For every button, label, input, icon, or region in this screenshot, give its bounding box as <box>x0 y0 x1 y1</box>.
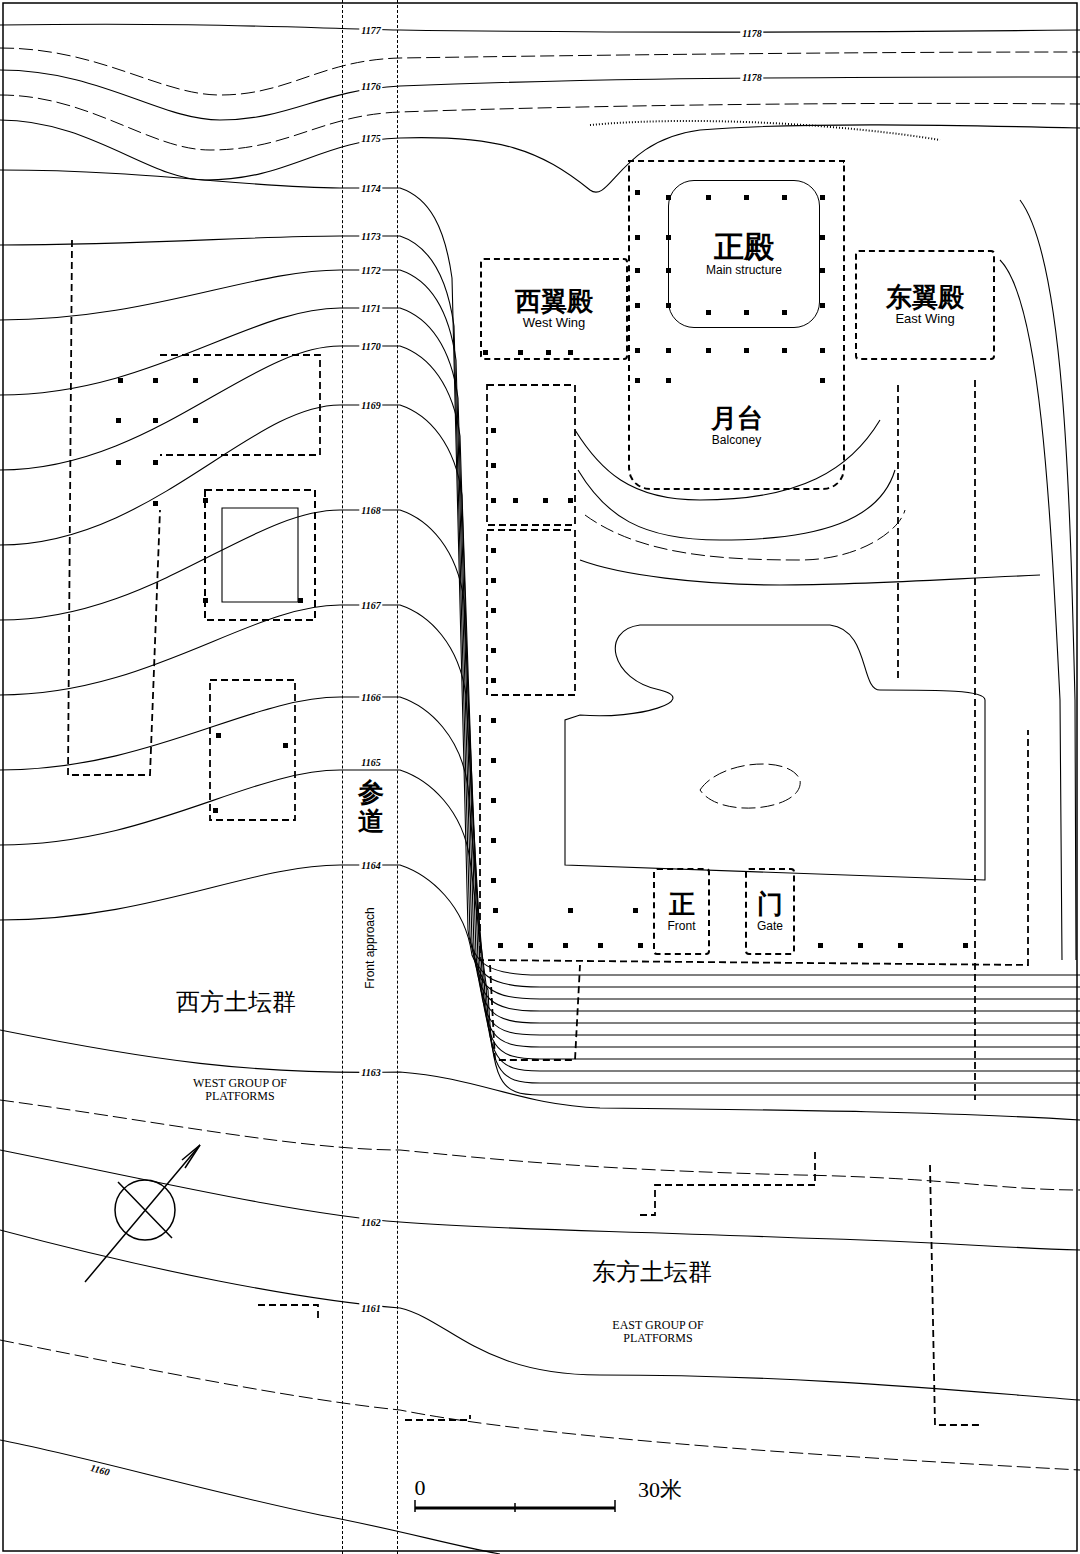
wing-hall: 西翼殿West Wing <box>480 258 628 360</box>
contour-elevation: 1168 <box>359 505 382 516</box>
area-name-en: WEST GROUP OF PLATFORMS <box>190 1077 290 1103</box>
contour-elevation: 1162 <box>359 1217 382 1228</box>
area-name-en: EAST GROUP OF PLATFORMS <box>608 1319 708 1345</box>
structure-name: 正 <box>667 890 697 920</box>
contour-elevation: 1178 <box>740 72 763 83</box>
balcony-platform: 正殿Main structure 月台Balconey <box>628 160 845 490</box>
contour-elevation: 1169 <box>359 400 382 411</box>
scale-value: 0 <box>413 1476 428 1500</box>
structure-name: 正殿 <box>712 230 776 265</box>
main-hall: 正殿Main structure <box>668 180 820 328</box>
structure-name-en: East Wing <box>893 312 956 327</box>
contour-elevation: 1167 <box>359 600 382 611</box>
contour-elevation: 1177 <box>359 25 382 36</box>
structure-name-en: Front <box>665 920 697 934</box>
contour-elevation: 1175 <box>359 133 382 144</box>
structure-name: 月台 <box>709 404 765 434</box>
area-name: 东方土坛群 <box>590 1259 714 1285</box>
structure-name-en: Gate <box>755 920 785 934</box>
structure-name: 西翼殿 <box>513 287 595 317</box>
contour-elevation: 1171 <box>359 303 382 314</box>
structure-name-en: Front approach <box>364 905 378 990</box>
structure-name: 门 <box>755 890 785 920</box>
structure-name: 参道 <box>358 778 384 835</box>
contour-elevation: 1172 <box>359 265 382 276</box>
contour-elevation: 1178 <box>740 28 763 39</box>
contour-elevation: 1160 <box>87 1462 113 1479</box>
contour-elevation: 1170 <box>359 341 382 352</box>
contour-elevation: 1165 <box>359 757 382 768</box>
wing-hall: 东翼殿East Wing <box>855 250 995 360</box>
contour-elevation: 1164 <box>359 860 382 871</box>
contour-elevation: 1173 <box>359 231 382 242</box>
structure-name: 东翼殿 <box>884 283 966 313</box>
structure-name-en: West Wing <box>521 316 588 331</box>
contour-elevation: 1161 <box>359 1303 382 1314</box>
gate-box: 门Gate <box>745 868 795 955</box>
gate-box: 正Front <box>653 868 710 955</box>
structure-name-en: Main structure <box>704 264 784 278</box>
contour-elevation: 1174 <box>359 183 382 194</box>
structure-name-en: Balconey <box>710 434 763 448</box>
contour-elevation: 1163 <box>359 1067 382 1078</box>
contour-elevation: 1166 <box>359 692 382 703</box>
contour-elevation: 1176 <box>359 81 382 92</box>
scale-value: 30米 <box>636 1478 684 1502</box>
area-name: 西方土坛群 <box>174 989 298 1015</box>
